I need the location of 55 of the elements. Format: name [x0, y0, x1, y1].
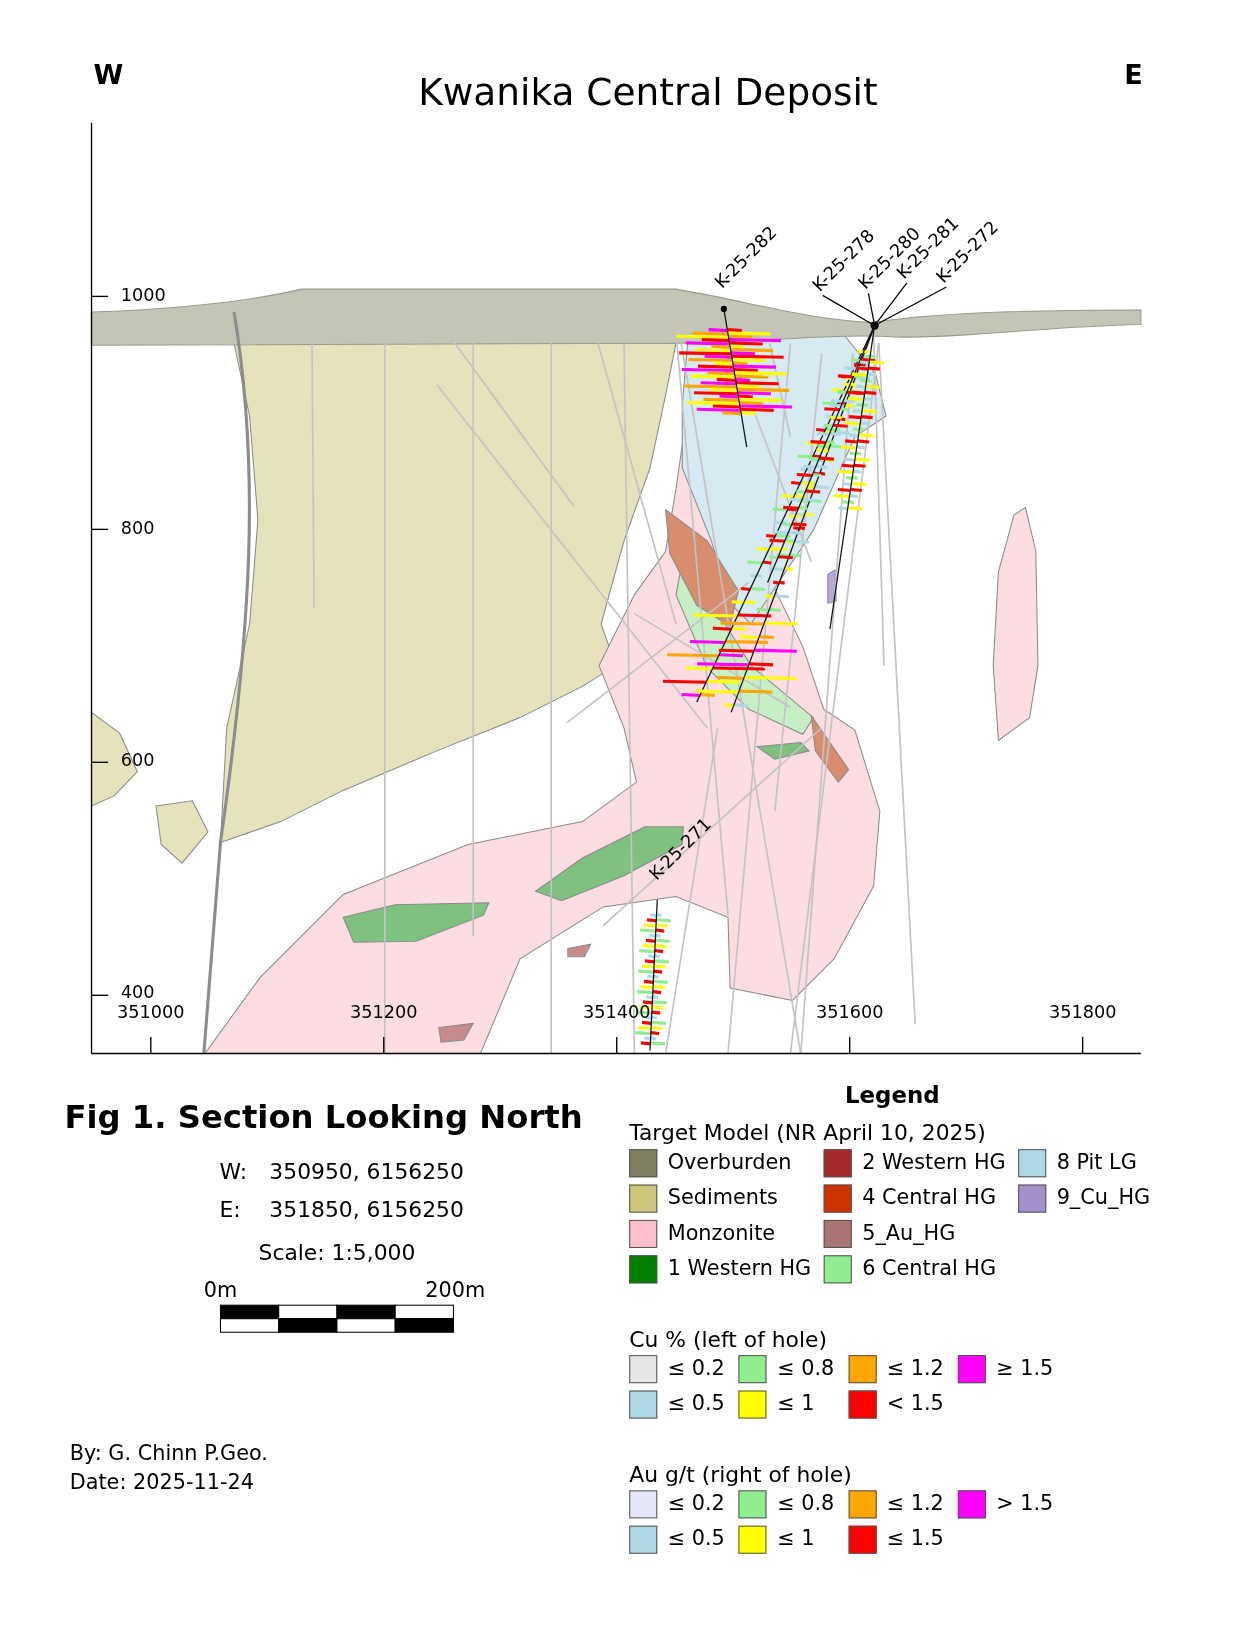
leader-line — [877, 286, 948, 325]
legend-label: ≤ 0.8 — [777, 1356, 835, 1381]
legend-title: Legend — [845, 1082, 940, 1109]
legend-label: ≥ 1.5 — [996, 1356, 1054, 1381]
legend-label: 9_Cu_HG — [1056, 1185, 1151, 1210]
legend-label: ≤ 0.2 — [667, 1356, 725, 1381]
leader-line — [867, 292, 875, 323]
scale-text: Scale: 1:5,000 — [258, 1240, 416, 1266]
legend-label: 1 Western HG — [667, 1256, 812, 1281]
axis-tick-label: 400 — [120, 982, 155, 1004]
axis-tick-label: 351600 — [815, 1002, 884, 1023]
coordinate-value: 351850, 6156250 — [269, 1197, 464, 1223]
figure-caption: Fig 1. Section Looking North — [64, 1099, 583, 1137]
legend-heading: Cu % (left of hole) — [629, 1327, 827, 1353]
scale-label: 0m — [203, 1278, 238, 1303]
axis-tick-label: 800 — [120, 517, 155, 539]
scale-label: 200m — [425, 1278, 486, 1303]
legend-label: 2 Western HG — [862, 1150, 1006, 1175]
legend-label: ≤ 0.2 — [667, 1491, 725, 1516]
legend-label: > 1.5 — [996, 1491, 1054, 1516]
compass-direction: W — [93, 60, 124, 92]
legend-label: 4 Central HG — [862, 1185, 997, 1210]
axis-tick-label: 351200 — [350, 1002, 418, 1023]
legend-label: Monzonite — [667, 1220, 776, 1245]
legend-label: ≤ 1 — [777, 1526, 815, 1551]
axis-tick-label: 351800 — [1048, 1002, 1117, 1023]
legend-label: 8 Pit LG — [1056, 1150, 1137, 1175]
legend-label: ≤ 1 — [777, 1391, 815, 1416]
coordinate-value: 350950, 6156250 — [269, 1159, 464, 1185]
legend-label: Overburden — [667, 1150, 792, 1175]
legend-heading: Au g/t (right of hole) — [629, 1462, 852, 1488]
author-note: By: G. Chinn P.Geo. — [69, 1441, 268, 1466]
legend-label: ≤ 1.2 — [886, 1356, 944, 1381]
axis-tick-label: 351000 — [117, 1002, 185, 1023]
legend-label: ≤ 0.5 — [667, 1526, 725, 1551]
legend-label: < 1.5 — [886, 1391, 944, 1416]
leader-line — [876, 282, 908, 323]
legend-heading: Target Model (NR April 10, 2025) — [629, 1120, 986, 1146]
legend-label: ≤ 0.5 — [667, 1391, 725, 1416]
axis-tick-label: 600 — [120, 750, 155, 772]
compass-direction: E — [1124, 60, 1143, 92]
drill-collar-point — [870, 321, 879, 330]
legend-label: 5_Au_HG — [862, 1220, 956, 1245]
axis-tick-label: 351400 — [582, 1002, 651, 1023]
coordinate-label: W: — [219, 1159, 248, 1185]
leader-line — [822, 294, 872, 325]
legend-label: ≤ 1.2 — [886, 1491, 944, 1516]
legend-label: ≤ 0.8 — [777, 1491, 835, 1516]
diagram-title: Kwanika Central Deposit — [418, 70, 878, 114]
coordinate-label: E: — [219, 1197, 241, 1223]
legend-label: ≤ 1.5 — [886, 1526, 944, 1551]
axis-tick-label: 1000 — [120, 284, 166, 306]
date-note: Date: 2025-11-24 — [69, 1470, 254, 1495]
legend-label: Sediments — [667, 1185, 778, 1210]
legend-label: 6 Central HG — [862, 1256, 997, 1281]
